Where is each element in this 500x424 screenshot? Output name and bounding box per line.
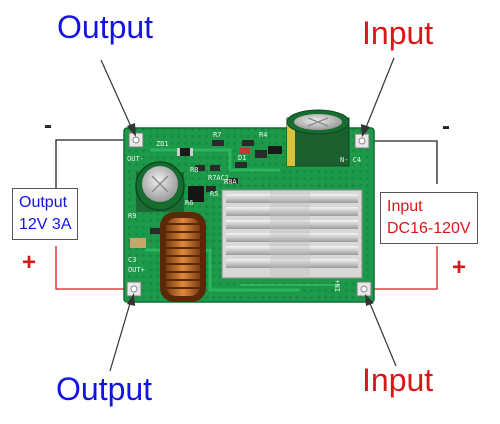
silk-d1: D1 xyxy=(238,154,246,162)
output-spec-box: Output 12V 3A xyxy=(12,188,79,240)
input-top-label: Input xyxy=(362,15,434,51)
smd-components xyxy=(130,140,282,248)
silk-c3: C3 xyxy=(128,256,136,264)
silk-out-plus: OUT+ xyxy=(128,266,145,274)
input-minus-sign: - xyxy=(442,113,450,140)
silk-r6: R6 xyxy=(185,199,193,207)
silk-r7ac1: R7AC1 xyxy=(208,174,229,182)
silk-r5: R5 xyxy=(210,190,218,198)
output-minus-sign: - xyxy=(44,112,52,139)
output-plus-sign: + xyxy=(22,249,37,276)
silk-out-minus: OUT- xyxy=(127,155,144,163)
silkscreen: ZD1 R7 R4 OUT- N- C4 D1 R7AC1 R8 R8A R5 … xyxy=(127,131,361,292)
silk-r8a: R8A xyxy=(224,178,237,186)
silk-c4: N- C4 xyxy=(340,156,361,164)
wire-input-negative xyxy=(362,140,438,184)
pad-in-plus xyxy=(356,281,372,297)
pad-out-minus xyxy=(128,132,144,148)
wire-input-positive xyxy=(364,246,438,290)
input-spec-line1: Input xyxy=(387,198,423,215)
output-spec-line1: Output xyxy=(19,194,68,211)
silk-r7: R7 xyxy=(213,131,221,139)
silk-in-plus: IN+ xyxy=(334,279,342,292)
wire-output-positive xyxy=(55,246,134,290)
arrow-output-top xyxy=(100,59,136,137)
silk-r8: R8 xyxy=(190,166,198,174)
arrow-input-top xyxy=(361,57,395,137)
input-spec-line2: DC16-120V xyxy=(387,220,471,237)
arrow-input-bottom xyxy=(365,294,397,367)
heatsink xyxy=(221,189,363,279)
output-capacitor xyxy=(135,161,185,212)
output-top-label: Output xyxy=(57,9,154,45)
input-plus-sign: + xyxy=(452,254,467,281)
input-capacitor xyxy=(286,109,350,167)
arrow-output-bottom xyxy=(109,293,135,372)
input-spec-box: Input DC16-120V xyxy=(380,192,478,244)
output-spec-line2: 12V 3A xyxy=(19,216,72,233)
wire-output-negative xyxy=(55,139,136,188)
input-bottom-label: Input xyxy=(362,362,434,398)
output-bottom-label: Output xyxy=(56,371,153,407)
silk-zd1: ZD1 xyxy=(156,140,169,148)
silk-r9: R9 xyxy=(128,212,136,220)
inductor xyxy=(160,212,206,302)
silk-r4: R4 xyxy=(259,131,267,139)
